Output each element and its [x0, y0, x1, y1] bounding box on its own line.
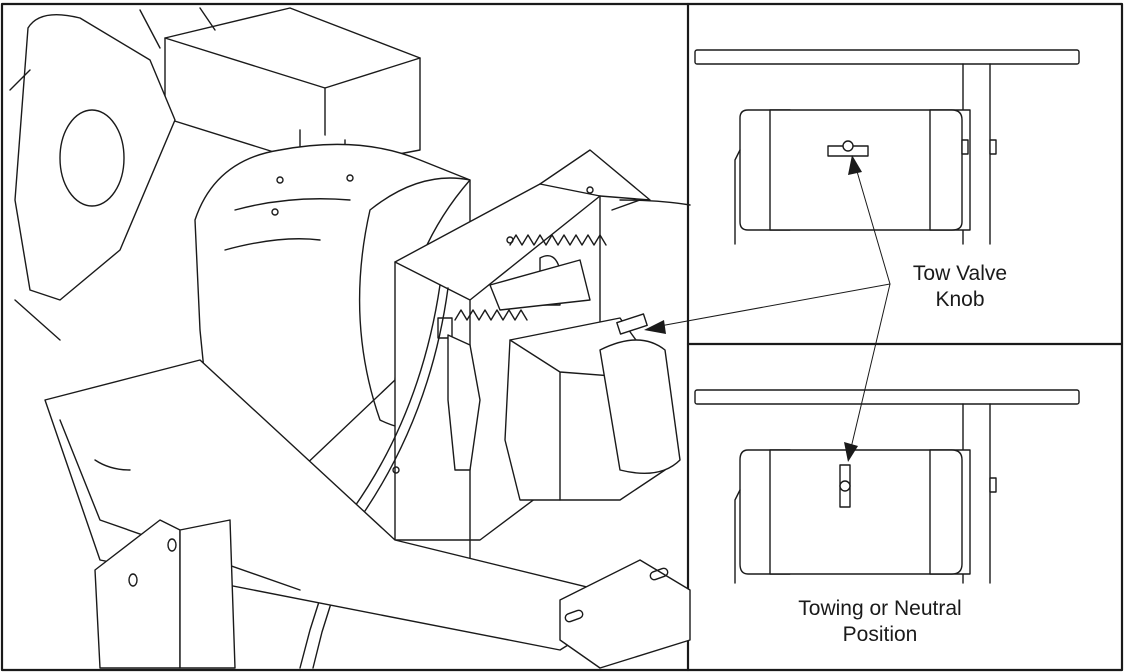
- tow-valve-knob-label-line1: Tow Valve: [912, 262, 1008, 285]
- valve-detail-top: [694, 49, 1080, 245]
- arrow-to-knob-pump: [659, 283, 891, 327]
- top-rail: [694, 49, 1080, 65]
- leader-arrows: [644, 155, 891, 462]
- lower-right-bracket: [559, 559, 691, 669]
- tow-valve-knob-label: Tow Valve Knob: [880, 261, 1040, 313]
- towing-position-label-line1: Towing or Neutral: [798, 597, 962, 620]
- engine-top-box: [164, 7, 421, 169]
- arrow-to-knob-bottom: [850, 283, 891, 449]
- return-spring-upper: [509, 199, 641, 246]
- tow-valve-knob-label-line2: Knob: [935, 288, 985, 311]
- arrow-to-knob-top: [855, 167, 891, 285]
- control-lever: [447, 334, 481, 471]
- tow-valve-knob-on-pump: [616, 313, 648, 335]
- towing-position-label-line2: Position: [842, 623, 918, 646]
- bottom-rail: [694, 389, 1080, 405]
- engine-assembly-illustration: [9, 7, 691, 669]
- valve-detail-bottom: [694, 389, 1080, 584]
- engine-cap: [59, 109, 125, 207]
- towing-position-label: Towing or Neutral Position: [770, 596, 990, 648]
